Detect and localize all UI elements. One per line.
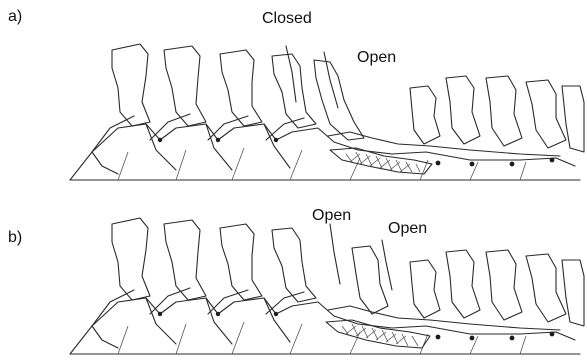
- open-facet-line-right: [382, 240, 392, 290]
- open-facet-line-left: [330, 224, 340, 284]
- vertebra-column-a: [70, 44, 584, 180]
- spine-diagram-a: [0, 32, 587, 182]
- vertebra-column-b: [70, 218, 584, 354]
- joint-hatch-b: [326, 320, 430, 348]
- joint-hatch-a: [330, 148, 432, 174]
- open-facet-line: [324, 52, 338, 108]
- spine-diagram-b: [0, 206, 587, 356]
- closed-annotation: Closed: [262, 11, 312, 27]
- panel-a-label: a): [8, 9, 22, 25]
